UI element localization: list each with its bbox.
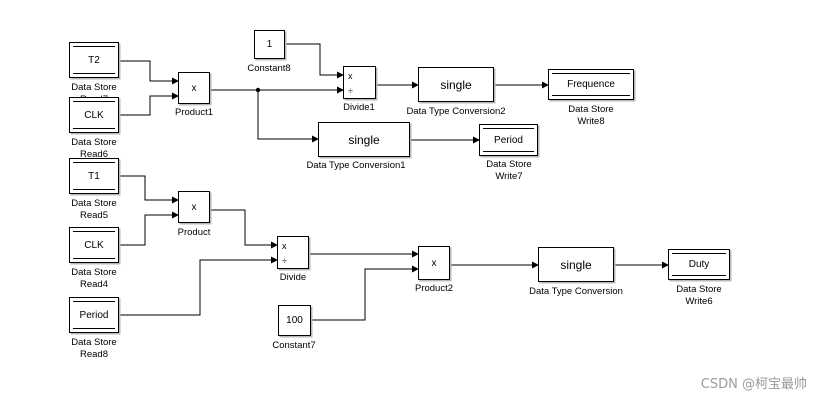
data-store-read6-text: CLK bbox=[84, 109, 104, 121]
data-store-read6-block[interactable]: CLK bbox=[69, 97, 119, 133]
data-type-conversion2-block[interactable]: single bbox=[418, 67, 494, 102]
line-product-to-divide[interactable] bbox=[210, 209, 278, 249]
data-store-read4-text: CLK bbox=[84, 239, 104, 251]
data-store-read4-label: Data Store Read4 bbox=[71, 267, 117, 290]
data-store-read8-label: Data Store Read8 bbox=[71, 337, 117, 360]
branch-point bbox=[255, 87, 261, 93]
divide-divide-sign: ÷ bbox=[282, 256, 287, 266]
data-type-conversion-label: Data Type Conversion bbox=[529, 286, 623, 297]
data-store-write7-text: Period bbox=[494, 134, 523, 146]
data-store-read5-block[interactable]: T1 bbox=[69, 158, 119, 194]
data-store-read8-block[interactable]: Period bbox=[69, 297, 119, 333]
line-product1-to-dtc1[interactable] bbox=[257, 90, 319, 143]
watermark: CSDN @柯宝最帅 bbox=[700, 377, 807, 392]
divide1-label: Divide1 bbox=[343, 102, 375, 113]
data-store-write6-block[interactable]: Duty bbox=[668, 249, 730, 280]
product1-label: Product1 bbox=[174, 107, 214, 118]
constant8-block[interactable]: 1 bbox=[254, 30, 285, 59]
data-store-write8-text: Frequence bbox=[567, 79, 615, 90]
line-t1-to-product[interactable] bbox=[119, 175, 179, 204]
divide1-block[interactable]: x ÷ bbox=[343, 66, 376, 99]
divide1-divide-sign: ÷ bbox=[348, 86, 353, 96]
line-t2-to-product1[interactable] bbox=[119, 60, 179, 85]
line-clk-to-product1[interactable] bbox=[119, 92, 179, 116]
data-store-read4-block[interactable]: CLK bbox=[69, 227, 119, 263]
data-type-conversion-text: single bbox=[560, 257, 592, 272]
line-constant8-to-divide1[interactable] bbox=[285, 43, 344, 79]
constant8-value: 1 bbox=[266, 39, 273, 50]
data-type-conversion1-text: single bbox=[348, 132, 380, 147]
data-store-read5-text: T1 bbox=[88, 170, 100, 182]
data-store-write7-block[interactable]: Period bbox=[479, 124, 538, 156]
product2-block[interactable]: x bbox=[418, 246, 450, 280]
product-symbol: x bbox=[191, 201, 197, 213]
divide-multiply-sign: x bbox=[282, 241, 287, 251]
data-store-read7-text: T2 bbox=[88, 54, 100, 66]
data-store-write8-label: Data Store Write8 bbox=[568, 104, 614, 127]
product-block[interactable]: x bbox=[178, 191, 210, 223]
data-type-conversion2-text: single bbox=[440, 77, 472, 92]
data-store-write6-text: Duty bbox=[688, 259, 710, 270]
constant7-block[interactable]: 100 bbox=[278, 305, 311, 336]
product1-block[interactable]: x bbox=[178, 72, 210, 104]
line-period-to-divide[interactable] bbox=[119, 256, 278, 316]
data-store-read8-text: Period bbox=[79, 309, 109, 321]
divide-block[interactable]: x ÷ bbox=[277, 236, 309, 269]
constant7-label: Constant7 bbox=[272, 340, 316, 351]
line-constant7-to-product2[interactable] bbox=[311, 265, 419, 321]
data-store-read6-label: Data Store Read6 bbox=[71, 137, 117, 160]
data-type-conversion1-block[interactable]: single bbox=[318, 122, 410, 157]
data-store-read5-label: Data Store Read5 bbox=[71, 198, 117, 221]
line-clk-to-product[interactable] bbox=[119, 211, 179, 246]
data-type-conversion2-label: Data Type Conversion2 bbox=[406, 106, 506, 117]
data-store-read7-block[interactable]: T2 bbox=[69, 42, 119, 78]
data-type-conversion-block[interactable]: single bbox=[538, 247, 614, 282]
product1-symbol: x bbox=[191, 82, 197, 94]
product2-symbol: x bbox=[431, 257, 437, 269]
product-label: Product bbox=[177, 227, 211, 238]
data-store-write8-block[interactable]: Frequence bbox=[548, 69, 634, 100]
data-store-write7-label: Data Store Write7 bbox=[486, 159, 532, 182]
data-store-write6-label: Data Store Write6 bbox=[676, 284, 722, 307]
divide-label: Divide bbox=[279, 272, 307, 283]
data-type-conversion1-label: Data Type Conversion1 bbox=[306, 160, 406, 171]
constant8-label: Constant8 bbox=[247, 63, 291, 74]
divide1-multiply-sign: x bbox=[348, 71, 353, 81]
constant7-value: 100 bbox=[286, 315, 303, 326]
product2-label: Product2 bbox=[414, 283, 454, 294]
